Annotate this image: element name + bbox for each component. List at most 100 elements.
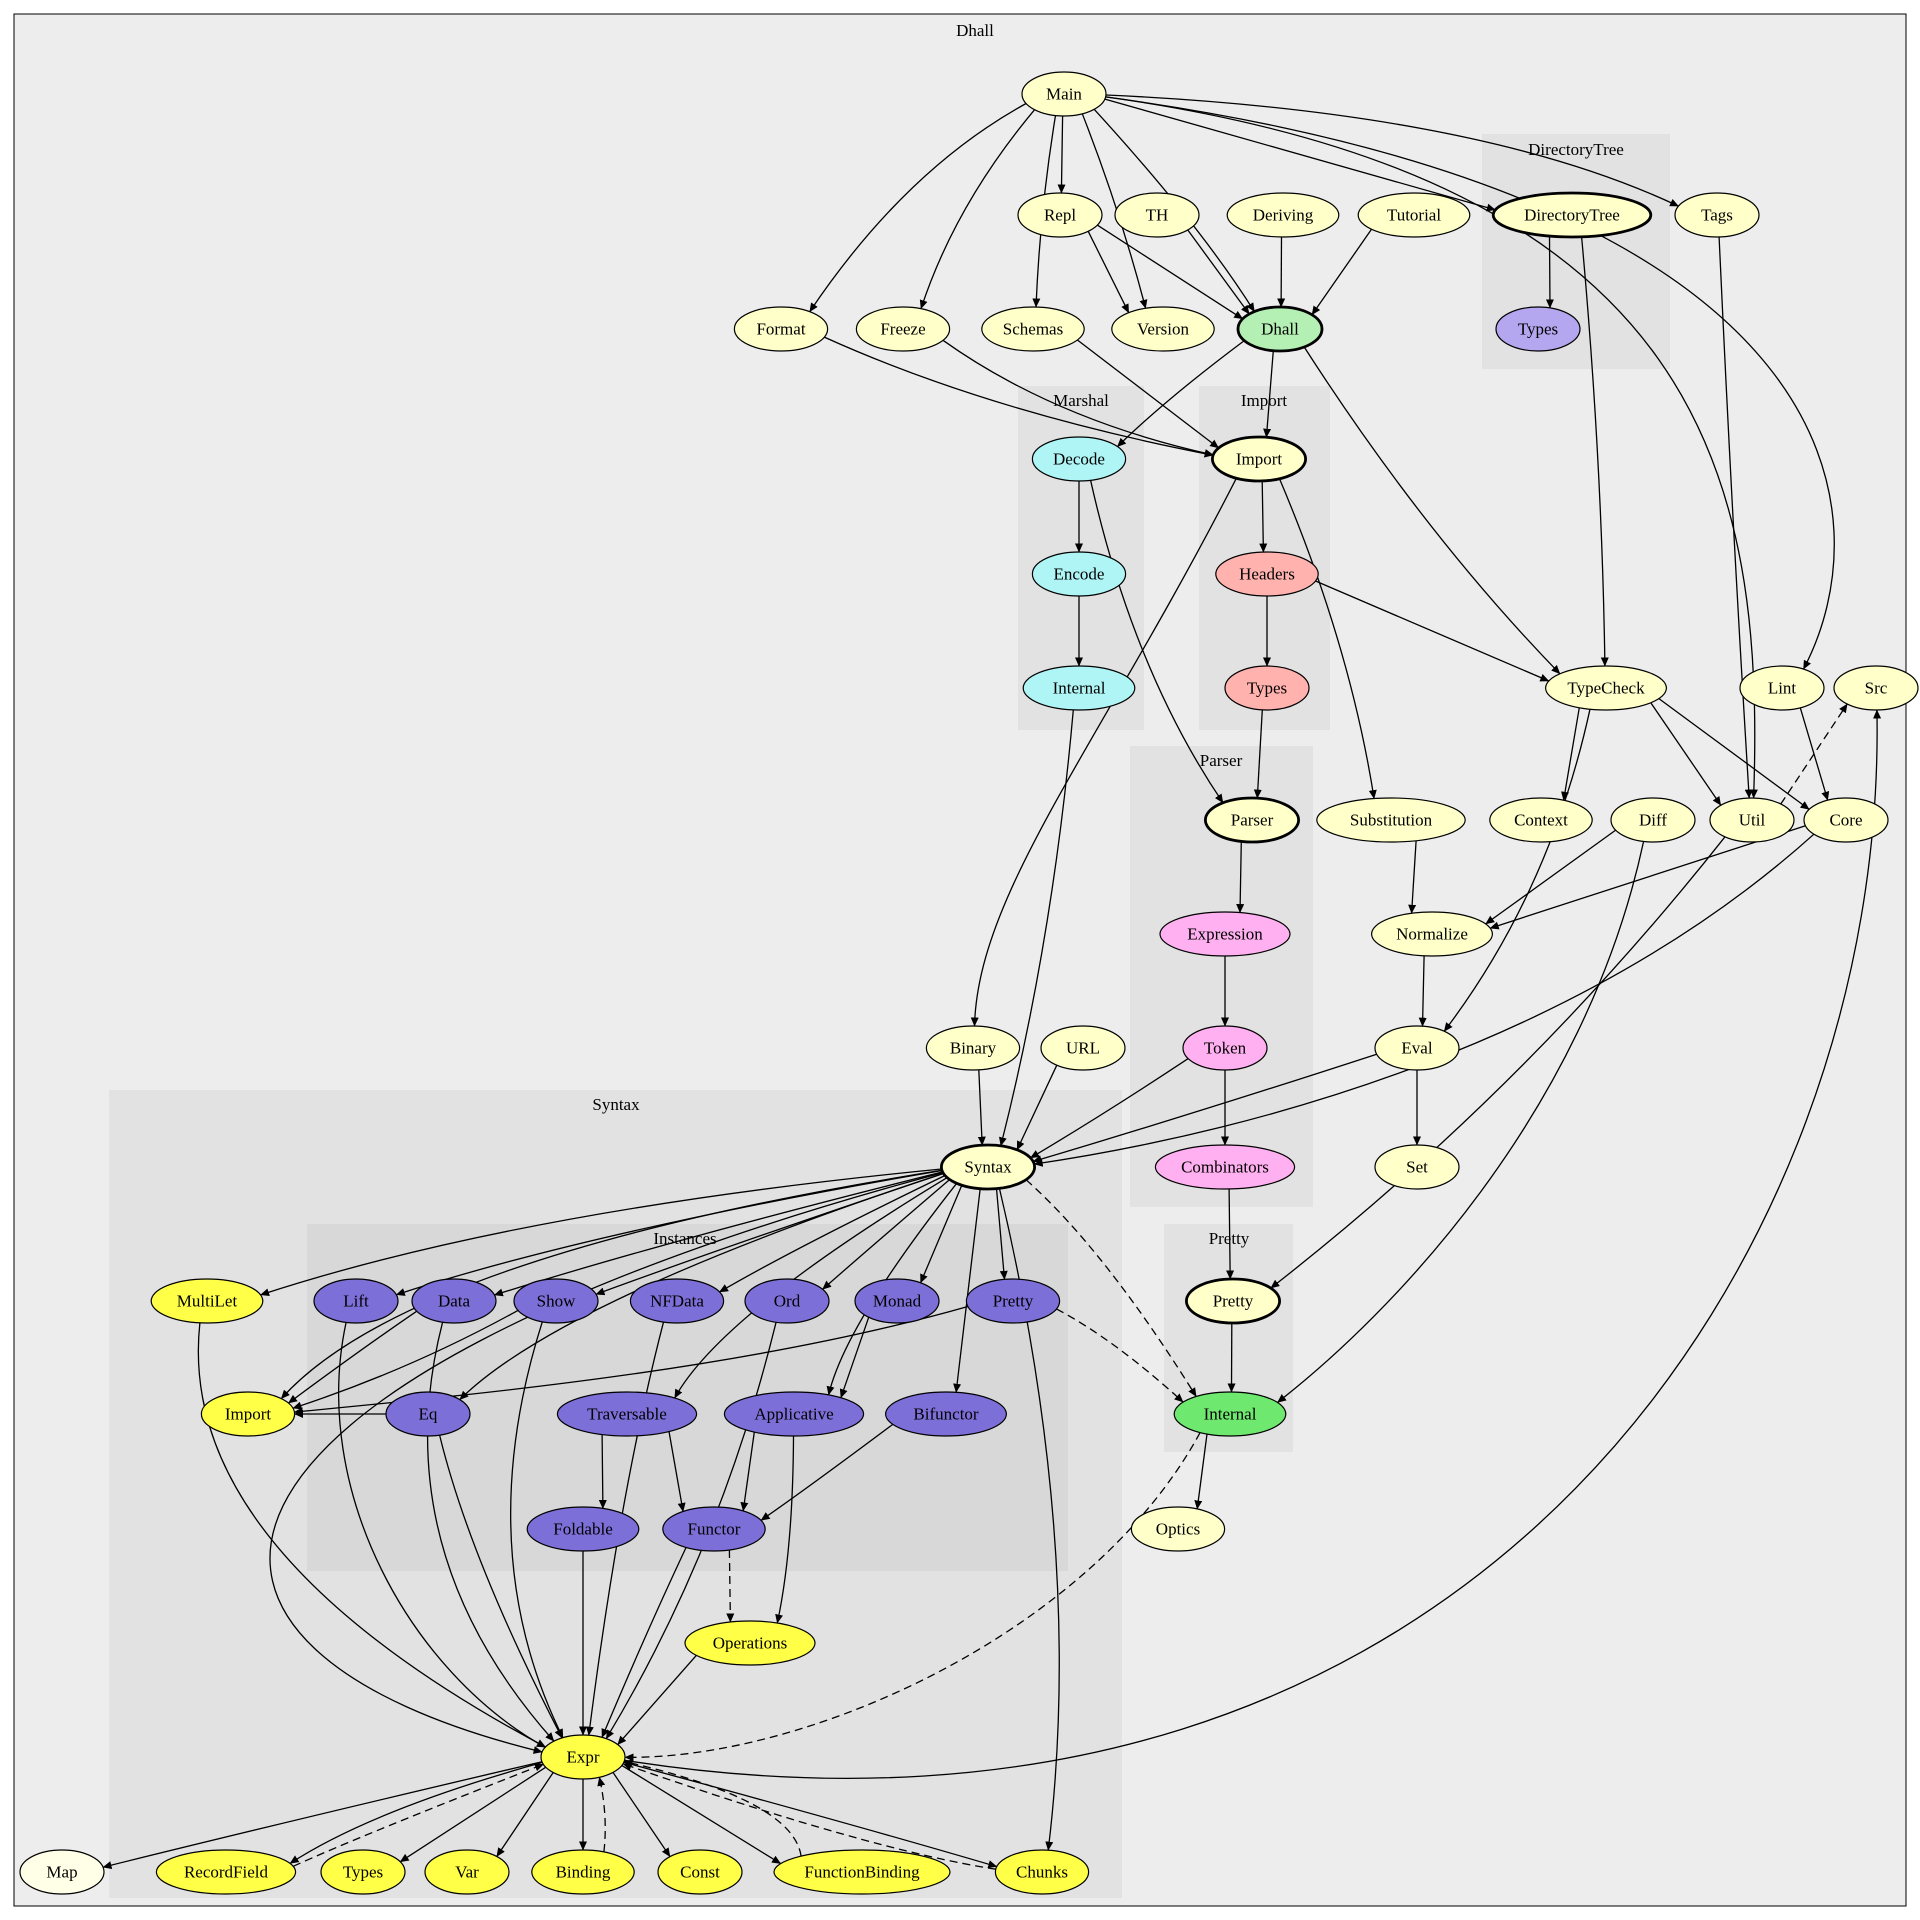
- node-label-decode: Decode: [1053, 450, 1105, 469]
- node-syn_import: Import: [200, 1391, 296, 1437]
- edge-headers-to-typecheck: [1315, 580, 1550, 682]
- edge-main-to-tags: [1105, 94, 1679, 207]
- node-shape-parser: [1204, 796, 1301, 844]
- node-binary: Binary: [925, 1025, 1021, 1071]
- edge-syntax-to-multilet: [260, 1168, 942, 1297]
- node-shape-repl: [1017, 192, 1103, 238]
- node-shape-normalize: [1370, 911, 1493, 957]
- node-label-expression: Expression: [1187, 925, 1263, 944]
- edge-url-to-syntax: [1016, 1064, 1058, 1151]
- node-functor: Functor: [662, 1506, 766, 1552]
- node-label-binding: Binding: [556, 1863, 611, 1882]
- edge-expr-to-const: [612, 1772, 671, 1858]
- edge-syntax-to-ord: [822, 1179, 951, 1290]
- node-shape-headers: [1215, 551, 1319, 597]
- node-label-version: Version: [1137, 320, 1189, 339]
- node-shape-set: [1374, 1144, 1460, 1190]
- node-util: Util: [1709, 797, 1795, 843]
- node-encode: Encode: [1031, 551, 1127, 597]
- edge-expr-to-src: [624, 709, 1882, 1779]
- node-shape-chunks: [994, 1849, 1090, 1895]
- node-var: Var: [424, 1849, 510, 1895]
- node-shape-url: [1040, 1025, 1126, 1071]
- node-label-foldable: Foldable: [553, 1520, 613, 1539]
- node-syn_types: Types: [320, 1849, 406, 1895]
- node-substitution: Substitution: [1316, 797, 1466, 843]
- node-src: Src: [1833, 665, 1919, 711]
- edge-operations-to-expr: [617, 1654, 697, 1746]
- node-label-context: Context: [1514, 811, 1568, 830]
- edge-schemas-to-import: [1077, 339, 1219, 449]
- edge-util-to-src: [1780, 703, 1848, 805]
- node-label-token: Token: [1204, 1039, 1247, 1058]
- edge-import-to-headers: [1259, 480, 1268, 553]
- cluster-label-syntax: Syntax: [592, 1095, 640, 1114]
- edge-token-to-syntax: [1030, 1058, 1189, 1159]
- edge-bifunctor-to-functor: [760, 1423, 894, 1521]
- node-label-map: Map: [46, 1863, 77, 1882]
- node-eq: Eq: [385, 1391, 471, 1437]
- node-typecheck: TypeCheck: [1544, 665, 1667, 711]
- node-shape-format: [733, 306, 829, 352]
- node-shape-syn_types: [320, 1849, 406, 1895]
- edge-substitution-to-normalize: [1408, 840, 1417, 914]
- edge-typecheck-to-core: [1658, 698, 1810, 810]
- node-label-repl: Repl: [1044, 206, 1076, 225]
- edge-syntax-to-pretty_inst: [995, 1188, 1008, 1280]
- edge-binding-to-expr: [597, 1776, 606, 1852]
- node-shape-import: [1211, 435, 1308, 483]
- node-tags: Tags: [1674, 192, 1760, 238]
- node-shape-th: [1114, 192, 1200, 238]
- node-label-diff: Diff: [1639, 811, 1667, 830]
- edge-tutorial-to-dhall: [1311, 228, 1373, 316]
- edge-expr-to-chunks: [623, 1761, 998, 1869]
- node-label-dt_types: Types: [1518, 320, 1558, 339]
- edge-syntax-to-lift: [395, 1169, 943, 1296]
- node-shape-bifunctor: [884, 1391, 1007, 1437]
- edge-import-to-binary: [970, 477, 1237, 1027]
- edge-internal-to-expr: [624, 1432, 1201, 1762]
- node-shape-nfdata: [629, 1278, 725, 1324]
- node-shape-typecheck: [1544, 665, 1667, 711]
- node-label-combinators: Combinators: [1181, 1158, 1269, 1177]
- node-label-lift: Lift: [343, 1292, 369, 1311]
- node-label-src: Src: [1865, 679, 1888, 698]
- node-label-multilet: MultiLet: [177, 1292, 238, 1311]
- node-shape-directorytree: [1491, 191, 1653, 239]
- node-label-schemas: Schemas: [1003, 320, 1063, 339]
- node-label-util: Util: [1739, 811, 1766, 830]
- node-shape-lint: [1739, 665, 1825, 711]
- node-shape-const: [657, 1849, 743, 1895]
- edge-show-to-syn_import: [292, 1309, 519, 1410]
- edge-th-to-dhall: [1187, 229, 1250, 315]
- node-syntax: Syntax: [940, 1143, 1037, 1191]
- node-set: Set: [1374, 1144, 1460, 1190]
- edge-lift-to-expr: [338, 1322, 546, 1748]
- node-map: Map: [19, 1849, 105, 1895]
- node-shape-expression: [1159, 911, 1291, 957]
- edge-combinators-to-pretty: [1226, 1188, 1235, 1280]
- node-expression: Expression: [1159, 911, 1291, 957]
- node-shape-binding: [531, 1849, 635, 1895]
- node-shape-context: [1489, 797, 1593, 843]
- edge-traversable-to-foldable: [598, 1434, 607, 1509]
- node-parser: Parser: [1204, 796, 1301, 844]
- node-shape-marshal_internal: [1022, 665, 1136, 711]
- node-label-functor: Functor: [688, 1520, 741, 1539]
- edge-syntax-to-syn_import: [280, 1169, 943, 1400]
- edge-core-to-normalize: [1489, 825, 1806, 930]
- node-shape-core: [1803, 797, 1889, 843]
- edge-dhall-to-import: [1263, 350, 1274, 438]
- node-data: Data: [411, 1278, 497, 1324]
- edge-applicative-to-operations: [775, 1435, 795, 1624]
- edge-main-to-lint: [1105, 96, 1835, 670]
- node-label-normalize: Normalize: [1396, 925, 1468, 944]
- node-label-optics: Optics: [1156, 1520, 1200, 1539]
- node-shape-freeze: [855, 306, 951, 352]
- node-shape-src: [1833, 665, 1919, 711]
- node-diff: Diff: [1610, 797, 1696, 843]
- edge-directorytree-to-typecheck: [1580, 236, 1609, 667]
- edge-monad-to-applicative: [839, 1317, 870, 1399]
- node-shape-combinators: [1154, 1144, 1296, 1190]
- cluster-label-dhall-outer: Dhall: [956, 21, 994, 40]
